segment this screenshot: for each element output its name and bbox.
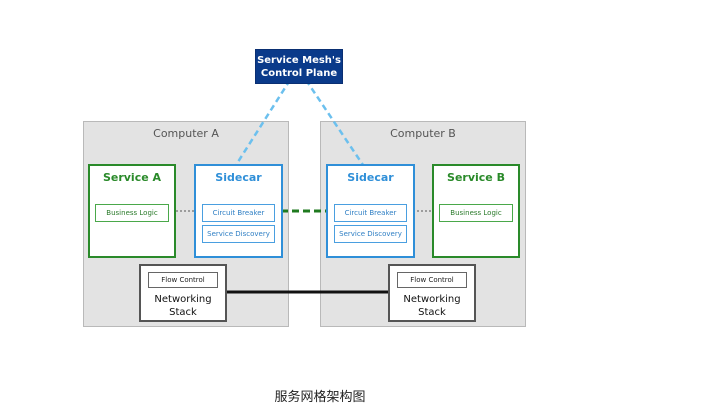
control-plane-link-a [234, 79, 292, 166]
sidecar-a-circuit-breaker: Circuit Breaker [202, 204, 275, 222]
service-a-title: Service A [102, 171, 162, 184]
sidecar-b-circuit-breaker: Circuit Breaker [334, 204, 407, 222]
sidecar-b-title: Sidecar [347, 171, 394, 184]
sidecar-b-service-discovery: Service Discovery [334, 225, 407, 243]
flow-control-a: Flow Control [148, 272, 218, 288]
service-b-box: Service B Business Logic [432, 164, 520, 258]
sidecar-a-title: Sidecar [215, 171, 262, 184]
sidecar-a-service-discovery: Service Discovery [202, 225, 275, 243]
sidecar-b-box: Sidecar Circuit Breaker Service Discover… [326, 164, 415, 258]
networking-stack-a-label: Networking Stack [154, 294, 212, 318]
service-a-business-logic: Business Logic [95, 204, 169, 222]
networking-stack-b-label: Networking Stack [403, 294, 461, 318]
diagram-caption: 服务网格架构图 [274, 390, 366, 405]
control-plane-label: Service Mesh's Control Plane [257, 54, 341, 79]
service-b-title: Service B [447, 171, 505, 184]
flow-control-b: Flow Control [397, 272, 467, 288]
control-plane-box: Service Mesh's Control Plane [255, 49, 343, 84]
networking-stack-a-box: Flow Control Networking Stack [139, 264, 227, 322]
networking-stack-b-box: Flow Control Networking Stack [388, 264, 476, 322]
computer-b-label: Computer B [390, 127, 456, 140]
service-a-box: Service A Business Logic [88, 164, 176, 258]
service-b-business-logic: Business Logic [439, 204, 513, 222]
control-plane-link-b [304, 79, 365, 166]
computer-a-label: Computer A [153, 127, 219, 140]
sidecar-a-box: Sidecar Circuit Breaker Service Discover… [194, 164, 283, 258]
